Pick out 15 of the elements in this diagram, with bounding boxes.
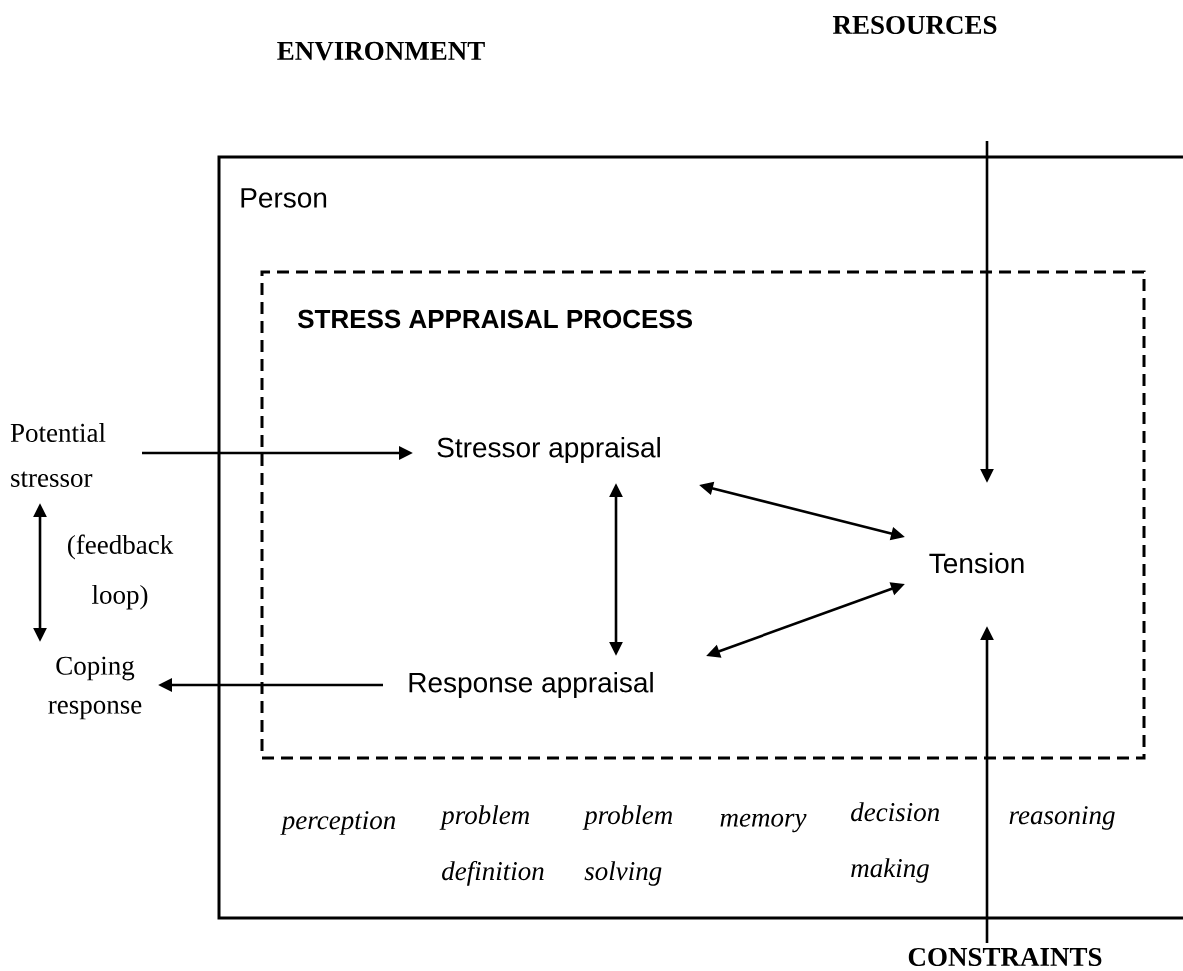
constraint-label: CONSTRAINTS (908, 947, 1102, 967)
function-label: reasoning (1009, 806, 1115, 830)
output-label: Coping response (48, 656, 142, 720)
heading-label: ENVIRONMENT (277, 41, 485, 61)
heading-label: RESOURCES (832, 15, 997, 35)
function-label: decision making (851, 802, 940, 883)
function-label: problem solving (582, 805, 673, 886)
process-label: Response appraisal (409, 671, 653, 699)
input-label: Potential stressor (10, 423, 106, 487)
function-label: perception (280, 811, 396, 835)
function-label: problem definition (439, 805, 544, 886)
edge-label: (feedback loop) (68, 534, 174, 610)
process-label: Stressor appraisal (437, 436, 660, 464)
function-label: memory (720, 813, 807, 833)
process-label: Tension (929, 552, 1024, 574)
